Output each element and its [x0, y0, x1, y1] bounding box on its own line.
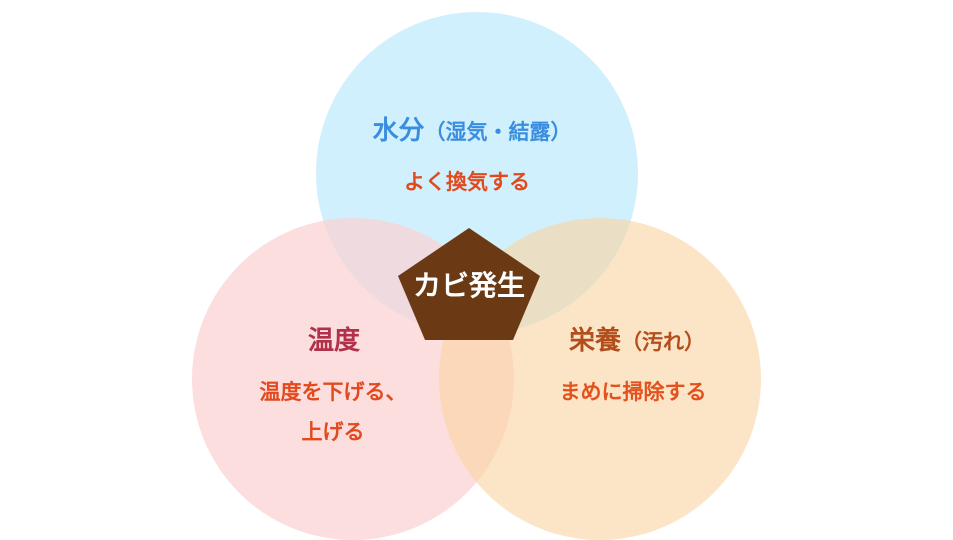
temperature-name: 温度 — [307, 326, 361, 356]
temperature-action-line: 温度を下げる、 — [259, 380, 407, 404]
nutrition-title: 栄養（汚れ） — [569, 320, 705, 357]
water-title: 水分（湿気・結露） — [372, 110, 571, 147]
temperature-action: 温度を下げる、 上げる — [260, 372, 407, 452]
pentagon-shape — [398, 228, 540, 340]
water-qualifier: （湿気・結露） — [424, 120, 572, 144]
temperature-title: 温度 — [308, 320, 360, 357]
water-action: よく換気する — [404, 162, 530, 202]
temperature-action-line: 上げる — [301, 420, 365, 444]
nutrition-name: 栄養 — [568, 326, 622, 356]
water-action-line: よく換気する — [404, 170, 530, 194]
nutrition-action: まめに掃除する — [560, 372, 707, 412]
water-name: 水分 — [372, 116, 425, 146]
nutrition-qualifier: （汚れ） — [621, 330, 706, 354]
nutrition-action-line: まめに掃除する — [559, 380, 707, 404]
center-label: カビ発生 — [412, 269, 526, 302]
